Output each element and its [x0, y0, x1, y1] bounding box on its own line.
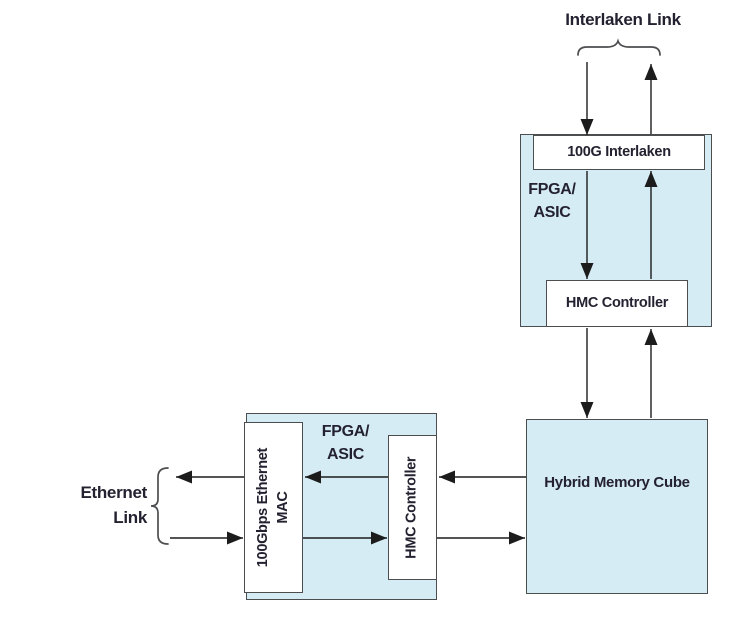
top-hmc-controller-box: HMC Controller [546, 280, 688, 327]
ethernet-mac-box-label: 100Gbps Ethernet MAC [254, 448, 293, 567]
100g-interlaken-box: 100G Interlaken [533, 135, 705, 170]
ethernet-link-label-line1: Ethernet [80, 483, 147, 502]
ethernet-link-label-line2: Link [113, 508, 147, 527]
ethernet-mac-box-label-line1: 100Gbps Ethernet [254, 447, 271, 568]
ethernet-mac-box-label-line2: MAC [274, 491, 291, 524]
interlaken-link-label: Interlaken Link [565, 10, 681, 29]
hybrid-memory-cube-box: Hybrid Memory Cube [526, 419, 708, 594]
bottom-fpga-asic-label-line2: ASIC [326, 446, 365, 464]
100g-interlaken-box-label: 100G Interlaken [567, 143, 671, 160]
bottom-hmc-controller-box-label: HMC Controller [403, 456, 420, 559]
hybrid-memory-cube-label: Hybrid Memory Cube [544, 474, 690, 491]
ethernet-link-label: Ethernet Link [47, 480, 147, 530]
interlaken-link-brace [577, 38, 661, 56]
top-fpga-asic-label: FPGA/ ASIC [522, 178, 582, 224]
top-fpga-asic-label-line1: FPGA/ [528, 181, 576, 198]
bottom-fpga-asic-label: FPGA/ ASIC [303, 420, 388, 466]
ethernet-mac-box: 100Gbps Ethernet MAC [244, 422, 303, 593]
bottom-fpga-asic-label-line1: FPGA/ [321, 423, 370, 440]
ethernet-link-brace [150, 467, 169, 545]
top-fpga-asic-label-line2: ASIC [533, 204, 571, 222]
bottom-hmc-controller-box: HMC Controller [388, 435, 437, 580]
top-hmc-controller-box-label: HMC Controller [565, 294, 669, 311]
